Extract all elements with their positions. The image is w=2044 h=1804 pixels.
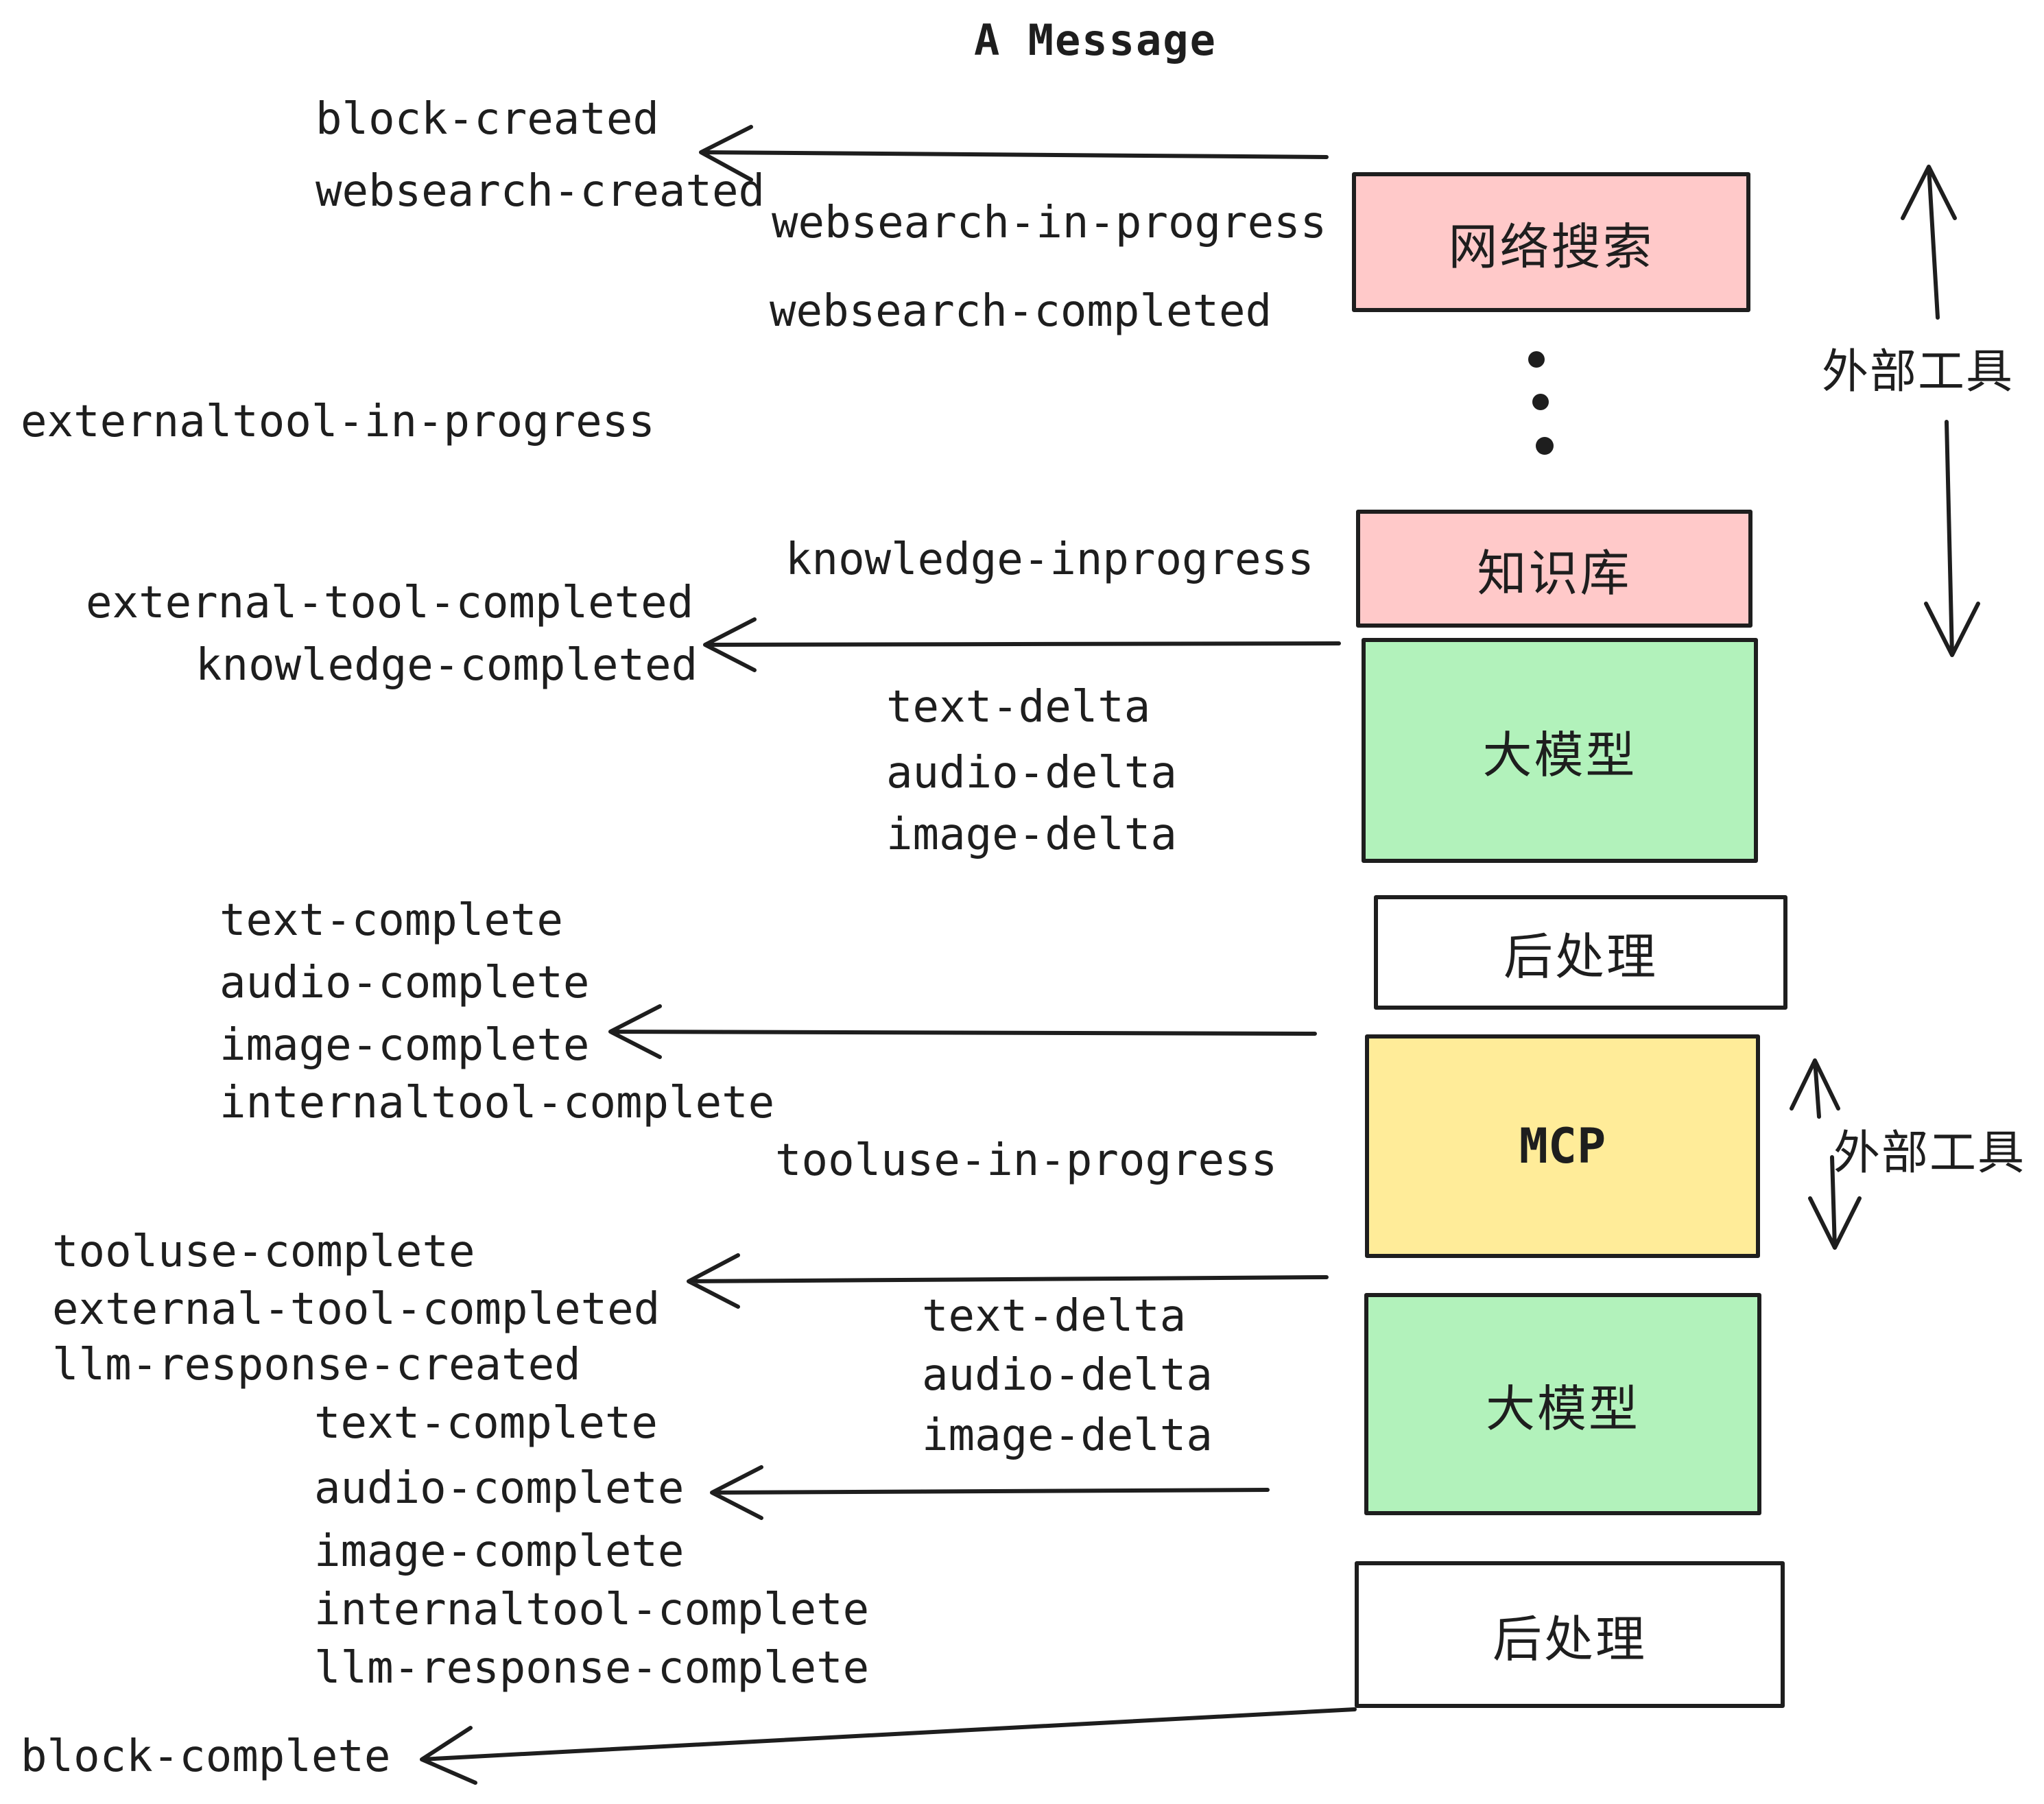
- box-postprocess-2-label: 后处理: [1492, 1612, 1647, 1667]
- ellipsis-dots: [1528, 351, 1554, 455]
- box-mcp: MCP: [1365, 1034, 1760, 1258]
- event-tooluse-in-progress: tooluse-in-progress: [775, 1135, 1278, 1186]
- event-audio-complete-2: audio-complete: [314, 1463, 685, 1514]
- box-llm-1: 大模型: [1362, 638, 1758, 863]
- event-externaltool-in-progress: externaltool-in-progress: [21, 396, 655, 447]
- event-image-complete-2: image-complete: [314, 1526, 685, 1577]
- event-knowledge-completed: knowledge-completed: [195, 640, 698, 691]
- box-llm-2-label: 大模型: [1485, 1381, 1640, 1437]
- arrow-llm2-to-complete-events: [710, 1465, 1270, 1520]
- arrow-post2-to-block-complete: [420, 1707, 1357, 1785]
- event-text-delta-1: text-delta: [886, 682, 1151, 733]
- event-image-delta-2: image-delta: [922, 1410, 1213, 1461]
- external-tools-mcp-label: 外部工具: [1833, 1127, 2026, 1179]
- arrow-websearch-to-created-events: [699, 125, 1329, 182]
- event-websearch-completed: websearch-completed: [770, 286, 1272, 337]
- event-image-delta-1: image-delta: [886, 809, 1177, 860]
- event-audio-delta-2: audio-delta: [922, 1350, 1213, 1401]
- event-llm-response-complete: llm-response-complete: [314, 1643, 870, 1694]
- box-knowledge-label: 知识库: [1477, 546, 1632, 602]
- event-block-created: block-created: [316, 94, 659, 145]
- external-tools-top-down-arrow: [1924, 420, 1980, 657]
- external-tools-mcp-up-arrow: [1790, 1058, 1840, 1119]
- event-websearch-created: websearch-created: [316, 166, 765, 217]
- box-postprocess-1: 后处理: [1374, 895, 1787, 1010]
- event-external-tool-completed-1: external-tool-completed: [86, 578, 694, 628]
- box-mcp-label: MCP: [1519, 1118, 1606, 1174]
- event-tooluse-complete: tooluse-complete: [52, 1226, 475, 1277]
- event-external-tool-completed-2: external-tool-completed: [52, 1284, 661, 1335]
- event-knowledge-inprogress: knowledge-inprogress: [785, 534, 1314, 585]
- arrow-mcp-to-tooluse-complete: [687, 1253, 1329, 1309]
- box-llm-2: 大模型: [1364, 1293, 1761, 1515]
- box-knowledge: 知识库: [1356, 510, 1752, 628]
- arrow-post1-to-complete-events: [608, 1004, 1317, 1059]
- box-llm-1-label: 大模型: [1482, 728, 1637, 783]
- event-websearch-in-progress: websearch-in-progress: [772, 198, 1327, 248]
- box-postprocess-2: 后处理: [1355, 1561, 1785, 1708]
- external-tools-top-up-arrow: [1901, 165, 1957, 320]
- event-internaltool-complete-2: internaltool-complete: [314, 1585, 870, 1635]
- diagram-title: A Message: [974, 15, 1217, 65]
- event-image-complete-1: image-complete: [219, 1020, 590, 1071]
- external-tools-top-label: 外部工具: [1822, 346, 2015, 398]
- event-audio-delta-1: audio-delta: [886, 748, 1177, 798]
- external-tools-mcp-down-arrow: [1808, 1155, 1862, 1250]
- event-block-complete: block-complete: [21, 1731, 391, 1782]
- event-internaltool-complete-1: internaltool-complete: [219, 1078, 775, 1128]
- event-text-complete-2: text-complete: [314, 1398, 658, 1449]
- event-text-complete-1: text-complete: [219, 895, 563, 946]
- event-audio-complete-1: audio-complete: [219, 958, 590, 1008]
- box-websearch-label: 网络搜索: [1448, 219, 1654, 275]
- event-llm-response-created: llm-response-created: [52, 1340, 581, 1390]
- arrow-knowledge-to-completed-events: [703, 617, 1341, 672]
- box-websearch: 网络搜索: [1352, 172, 1750, 312]
- event-text-delta-2: text-delta: [922, 1291, 1187, 1342]
- box-postprocess-1-label: 后处理: [1503, 930, 1658, 985]
